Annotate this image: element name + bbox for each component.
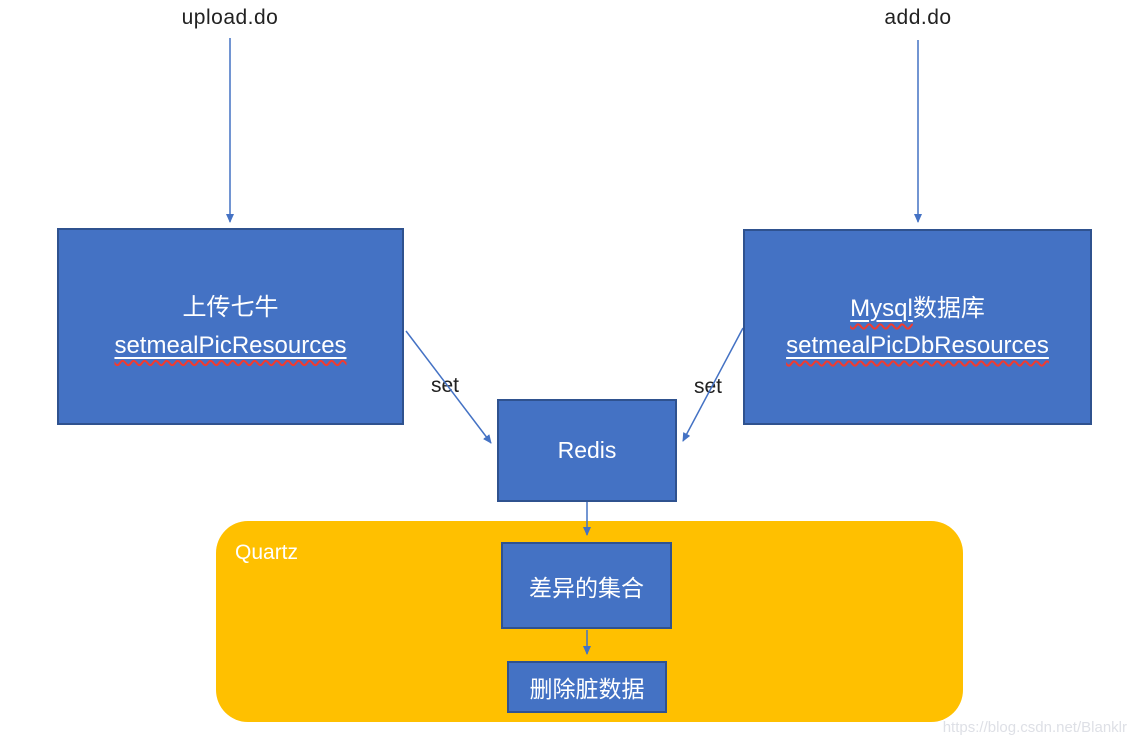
add-do-label: add.do: [884, 6, 952, 29]
redis-node-label: Redis: [557, 437, 617, 463]
diff-set-node[interactable]: 差异的集合: [501, 542, 672, 629]
quartz-container-label: Quartz: [235, 541, 299, 564]
diff-set-node-label: 差异的集合: [529, 574, 644, 601]
csdn-watermark: https://blog.csdn.net/Blanklr: [942, 719, 1127, 736]
set-label-left: set: [431, 374, 460, 397]
redis-node[interactable]: Redis: [497, 399, 677, 502]
upload-do-label: upload.do: [181, 6, 279, 29]
mysql-db-node-title: Mysql数据库: [850, 294, 985, 322]
upload-qiniu-node-title: 上传七牛: [182, 294, 279, 322]
mysql-db-node-subtitle: setmealPicDbResources: [786, 332, 1049, 359]
delete-dirty-data-node[interactable]: 删除脏数据: [507, 661, 667, 713]
delete-dirty-data-node-label: 删除脏数据: [529, 676, 645, 702]
upload-qiniu-node-subtitle: setmealPicResources: [114, 331, 347, 359]
set-label-right: set: [694, 375, 723, 398]
mysql-db-node[interactable]: Mysql数据库 setmealPicDbResources: [743, 229, 1092, 425]
upload-qiniu-node[interactable]: 上传七牛 setmealPicResources: [57, 228, 404, 425]
